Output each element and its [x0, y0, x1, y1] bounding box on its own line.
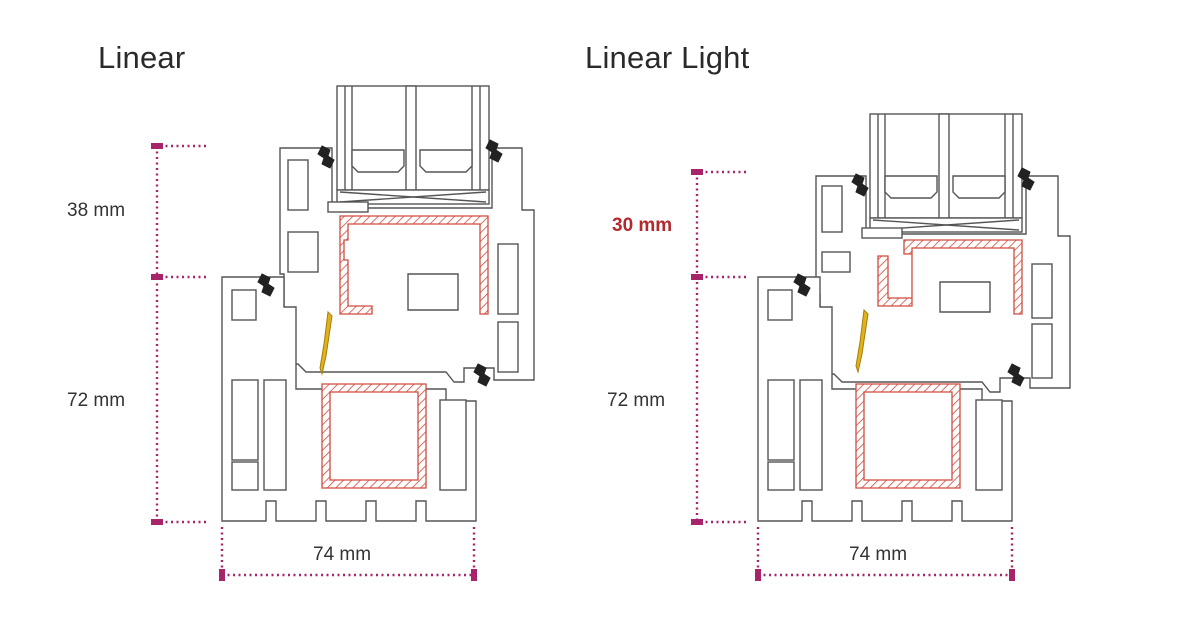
dimension-label-width: 74 mm — [313, 544, 372, 565]
dimension-label-top: 38 mm — [67, 200, 126, 221]
panel-linear-light — [691, 113, 1071, 581]
dimension-label-top-highlight: 30 mm — [612, 215, 673, 236]
dimension-label-bottom: 72 mm — [607, 390, 666, 411]
dimension-label-bottom: 72 mm — [67, 390, 126, 411]
width-dimension-lines — [220, 527, 476, 578]
seal-gaskets — [793, 167, 1035, 387]
center-gasket — [319, 310, 333, 376]
dimension-markers — [151, 143, 163, 525]
height-dimension-lines — [155, 144, 208, 524]
panel-title-linear-light: Linear Light — [585, 40, 750, 75]
sash-profile — [815, 175, 1071, 393]
panel-linear — [151, 85, 535, 581]
steel-reinforcement — [321, 215, 489, 489]
glazing-unit — [869, 113, 1023, 233]
panel-title-linear: Linear — [98, 40, 186, 75]
dimension-markers — [691, 169, 703, 525]
frame-profile — [221, 276, 477, 522]
steel-reinforcement — [855, 239, 1023, 489]
frame-profile — [757, 276, 1013, 522]
center-gasket — [855, 308, 869, 374]
glazing-unit — [336, 85, 490, 205]
dimension-label-width: 74 mm — [849, 544, 908, 565]
width-dimension-lines — [756, 527, 1014, 578]
sash-profile — [279, 147, 535, 383]
seal-gaskets — [257, 139, 503, 387]
height-dimension-lines — [695, 170, 746, 524]
